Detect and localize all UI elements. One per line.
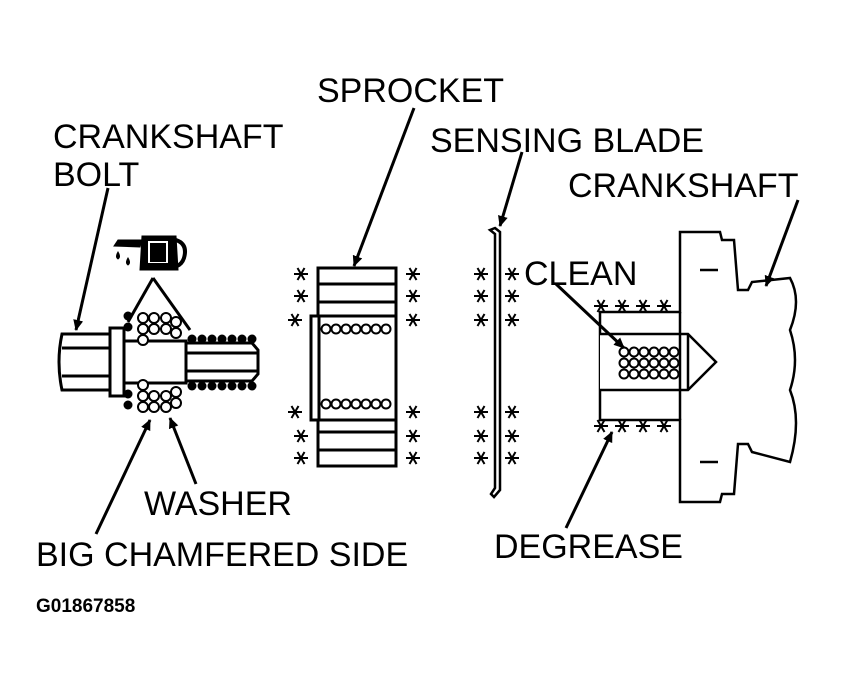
- label-washer: WASHER: [144, 485, 292, 523]
- leader-degrease: [564, 431, 614, 529]
- label-crankshaft-bolt-line1: CRANKSHAFT: [53, 118, 283, 156]
- crankshaft-clean-circles: [618, 346, 680, 380]
- leader-clean: [554, 282, 626, 350]
- leader-lines: [73, 107, 800, 535]
- label-crankshaft-bolt-line2: BOLT: [53, 156, 139, 194]
- leader-big-chamfered-side: [94, 419, 152, 535]
- leader-sensing-blade: [498, 151, 524, 227]
- sprocket-clean-circles: [320, 323, 392, 410]
- leader-crankshaft-bolt: [73, 187, 110, 331]
- leader-crankshaft: [764, 199, 800, 287]
- bolt-oil-dots: [123, 311, 257, 410]
- sensing-blade: [487, 226, 502, 499]
- leader-sprocket: [352, 107, 416, 267]
- figure-code: G01867858: [36, 596, 135, 617]
- oil-can-icon: [113, 235, 187, 271]
- label-big-chamfered-side: BIG CHAMFERED SIDE: [36, 536, 408, 574]
- washer: [137, 312, 182, 413]
- label-degrease: DEGREASE: [494, 528, 683, 566]
- leader-washer: [168, 417, 198, 485]
- label-sprocket: SPROCKET: [317, 72, 504, 110]
- label-crankshaft: CRANKSHAFT: [568, 167, 798, 205]
- label-sensing-blade: SENSING BLADE: [430, 122, 704, 160]
- label-clean: CLEAN: [524, 255, 637, 293]
- sprocket: [309, 266, 398, 468]
